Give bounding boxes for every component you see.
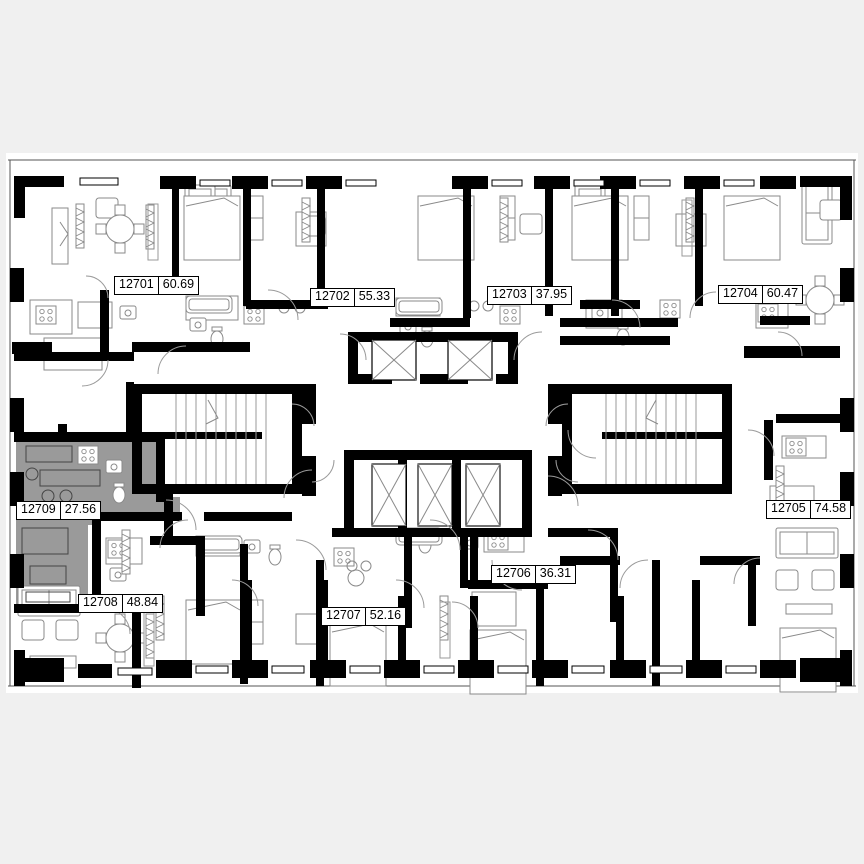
- unit-label-12707[interactable]: 12707 52.16: [321, 607, 407, 626]
- unit-label-12702[interactable]: 12702 55.33: [310, 288, 396, 307]
- unit-area: 74.58: [809, 501, 850, 518]
- furniture-layer: [17, 181, 845, 695]
- unit-label-12708[interactable]: 12708 48.84: [78, 594, 164, 613]
- window-openings: [79, 177, 757, 676]
- unit-label-12706[interactable]: 12706 36.31: [491, 565, 577, 584]
- unit-number: 12709: [21, 502, 56, 516]
- unit-number: 12702: [315, 289, 350, 303]
- unit-label-12701[interactable]: 12701 60.69: [114, 276, 200, 295]
- unit-number: 12703: [492, 287, 527, 301]
- unit-number: 12707: [326, 608, 361, 622]
- unit-label-12704[interactable]: 12704 60.47: [718, 285, 804, 304]
- unit-area: 60.47: [761, 286, 802, 303]
- unit-area: 52.16: [364, 608, 405, 625]
- structural-walls: [10, 176, 854, 688]
- unit-area: 27.56: [59, 502, 100, 519]
- stair-treads: [175, 394, 697, 484]
- unit-number: 12706: [496, 566, 531, 580]
- unit-area: 60.69: [157, 277, 198, 294]
- door-swings: [81, 275, 803, 635]
- unit-label-12703[interactable]: 12703 37.95: [487, 286, 573, 305]
- unit-label-12709[interactable]: 12709 27.56: [16, 501, 102, 520]
- unit-number: 12701: [119, 277, 154, 291]
- unit-number: 12708: [83, 595, 118, 609]
- unit-area: 37.95: [530, 287, 571, 304]
- unit-number: 12704: [723, 286, 758, 300]
- unit-label-12705[interactable]: 12705 74.58: [766, 500, 852, 519]
- unit-area: 48.84: [121, 595, 162, 612]
- unit-number: 12705: [771, 501, 806, 515]
- elevator-cars: [371, 339, 501, 527]
- unit-area: 55.33: [353, 289, 394, 306]
- unit-area: 36.31: [534, 566, 575, 583]
